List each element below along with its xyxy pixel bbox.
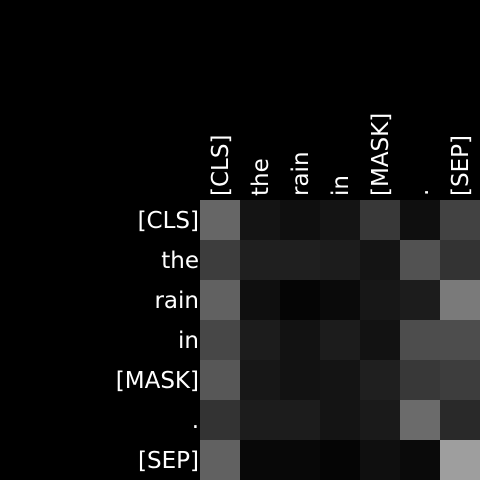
heatmap-cell-r3-c4 bbox=[360, 320, 400, 360]
heatmap-cell-r2-c1 bbox=[240, 280, 280, 320]
heatmap-cell-r1-c2 bbox=[280, 240, 320, 280]
heatmap-cell-r0-c5 bbox=[400, 200, 440, 240]
heatmap-cell-r6-c6 bbox=[440, 440, 480, 480]
heatmap-cells bbox=[200, 200, 480, 480]
heatmap-cell-r6-c4 bbox=[360, 440, 400, 480]
heatmap-cell-r5-c3 bbox=[320, 400, 360, 440]
heatmap-cell-r4-c0 bbox=[200, 360, 240, 400]
heatmap-cell-r2-c0 bbox=[200, 280, 240, 320]
row-label-6: [SEP] bbox=[138, 448, 199, 474]
heatmap-cell-r1-c3 bbox=[320, 240, 360, 280]
row-label-0: [CLS] bbox=[138, 208, 199, 234]
heatmap-cell-r4-c2 bbox=[280, 360, 320, 400]
heatmap-cell-r3-c1 bbox=[240, 320, 280, 360]
heatmap-cell-r1-c0 bbox=[200, 240, 240, 280]
heatmap-cell-r0-c2 bbox=[280, 200, 320, 240]
row-token-labels: [CLS] the rain in [MASK]. [SEP] bbox=[116, 208, 199, 474]
heatmap-cell-r5-c6 bbox=[440, 400, 480, 440]
heatmap-cell-r4-c3 bbox=[320, 360, 360, 400]
column-label-0: [CLS] bbox=[208, 135, 234, 196]
heatmap-cell-r0-c1 bbox=[240, 200, 280, 240]
heatmap-cell-r6-c5 bbox=[400, 440, 440, 480]
heatmap-cell-r2-c2 bbox=[280, 280, 320, 320]
heatmap-cell-r5-c2 bbox=[280, 400, 320, 440]
column-label-5: . bbox=[408, 189, 434, 196]
heatmap-cell-r4-c5 bbox=[400, 360, 440, 400]
column-label-1: the bbox=[248, 158, 274, 196]
heatmap-cell-r6-c2 bbox=[280, 440, 320, 480]
heatmap-cell-r3-c3 bbox=[320, 320, 360, 360]
row-label-1: the bbox=[161, 248, 199, 274]
heatmap-cell-r5-c1 bbox=[240, 400, 280, 440]
row-label-5: . bbox=[192, 408, 199, 434]
heatmap-cell-r2-c4 bbox=[360, 280, 400, 320]
heatmap-cell-r5-c5 bbox=[400, 400, 440, 440]
heatmap-cell-r0-c0 bbox=[200, 200, 240, 240]
heatmap-cell-r1-c6 bbox=[440, 240, 480, 280]
heatmap-cell-r3-c6 bbox=[440, 320, 480, 360]
heatmap-cell-r0-c4 bbox=[360, 200, 400, 240]
heatmap-cell-r6-c1 bbox=[240, 440, 280, 480]
heatmap-cell-r2-c5 bbox=[400, 280, 440, 320]
heatmap-cell-r3-c2 bbox=[280, 320, 320, 360]
heatmap-cell-r5-c4 bbox=[360, 400, 400, 440]
column-label-3: in bbox=[328, 175, 354, 196]
heatmap-cell-r2-c3 bbox=[320, 280, 360, 320]
row-label-3: in bbox=[178, 328, 199, 354]
column-label-4: [MASK] bbox=[368, 113, 394, 196]
row-label-2: rain bbox=[154, 288, 199, 314]
column-label-2: rain bbox=[288, 151, 314, 196]
row-label-4: [MASK] bbox=[116, 368, 199, 394]
column-label-6: [SEP] bbox=[448, 135, 474, 196]
heatmap-cell-r0-c6 bbox=[440, 200, 480, 240]
heatmap-cell-r1-c1 bbox=[240, 240, 280, 280]
heatmap-cell-r4-c1 bbox=[240, 360, 280, 400]
heatmap-cell-r4-c4 bbox=[360, 360, 400, 400]
heatmap-cell-r1-c4 bbox=[360, 240, 400, 280]
heatmap-cell-r3-c5 bbox=[400, 320, 440, 360]
heatmap-cell-r2-c6 bbox=[440, 280, 480, 320]
heatmap-cell-r5-c0 bbox=[200, 400, 240, 440]
heatmap-cell-r1-c5 bbox=[400, 240, 440, 280]
heatmap-cell-r3-c0 bbox=[200, 320, 240, 360]
heatmap-cell-r6-c0 bbox=[200, 440, 240, 480]
heatmap-cell-r6-c3 bbox=[320, 440, 360, 480]
heatmap-cell-r4-c6 bbox=[440, 360, 480, 400]
heatmap-cell-r0-c3 bbox=[320, 200, 360, 240]
